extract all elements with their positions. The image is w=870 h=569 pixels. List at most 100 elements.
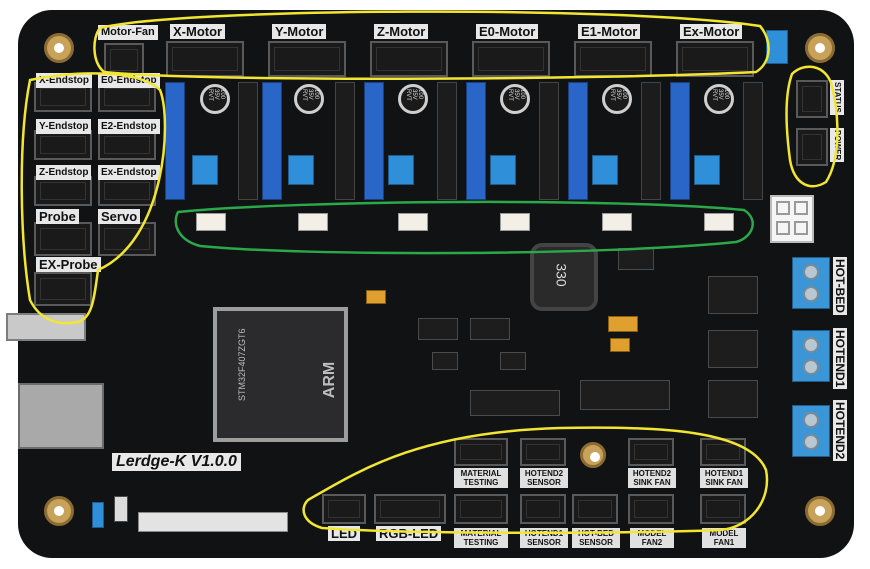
model-fan2-label: MODEL FAN2 — [630, 528, 674, 548]
z-endstop-label: Z-Endstop — [36, 165, 92, 180]
hotend1-terminal[interactable] — [792, 330, 830, 382]
ex-endstop-label: Ex-Endstop — [98, 165, 160, 180]
boot-jumper — [92, 502, 104, 528]
power-led-connector[interactable] — [796, 128, 828, 166]
hotend1-sink-fan-connector[interactable] — [700, 438, 746, 466]
y-endstop-label: Y-Endstop — [36, 119, 92, 134]
hotend1-sensor-connector[interactable] — [520, 494, 566, 524]
ex-driver-socket-left — [670, 82, 690, 200]
e0-driver-capacitor: 100 35V RVT — [500, 84, 530, 114]
power-input-connector[interactable] — [770, 195, 814, 243]
display-ribbon-connector[interactable] — [138, 512, 288, 532]
probe-label: Probe — [36, 209, 79, 224]
rgb-led-connector[interactable] — [374, 494, 446, 524]
ex-driver-capacitor: 100 35V RVT — [704, 84, 734, 114]
y-motor-connector[interactable] — [268, 41, 346, 77]
z-jst-connector[interactable] — [398, 213, 428, 231]
rgb-led-label: RGB-LED — [376, 526, 442, 541]
y-driver-capacitor: 100 35V RVT — [294, 84, 324, 114]
x-motor-connector[interactable] — [166, 41, 244, 77]
y-motor-label: Y-Motor — [272, 24, 327, 39]
z-microstep-jumper — [388, 155, 414, 185]
usb-port[interactable] — [6, 313, 86, 341]
reset-button[interactable] — [114, 496, 128, 522]
material-testing-lower-connector[interactable] — [454, 494, 508, 524]
x-jst-connector[interactable] — [196, 213, 226, 231]
e1-driver-capacitor: 100 35V RVT — [602, 84, 632, 114]
mounting-hole-top-right — [805, 33, 835, 63]
e1-driver-socket-left — [568, 82, 588, 200]
e0-jst-connector[interactable] — [500, 213, 530, 231]
hotend2-terminal[interactable] — [792, 405, 830, 457]
regulator-chip-1 — [418, 318, 458, 340]
tantalum-cap-3 — [610, 338, 630, 352]
probe-connector[interactable] — [34, 222, 92, 256]
x-driver-socket-left — [165, 82, 185, 200]
model-fan1-connector[interactable] — [700, 494, 746, 524]
y-driver-socket-left — [262, 82, 282, 200]
regulator-chip-2 — [470, 318, 510, 340]
mosfet-chip-1 — [432, 352, 458, 370]
e1-jst-connector[interactable] — [602, 213, 632, 231]
power-label: POWER — [830, 128, 844, 163]
ex-jst-connector[interactable] — [704, 213, 734, 231]
hotend2-mosfet — [708, 380, 758, 418]
model-fan1-label: MODEL FAN1 — [702, 528, 746, 548]
mounting-hole-top-left — [44, 33, 74, 63]
hotend2-sink-fan-label: HOTEND2 SINK FAN — [628, 468, 676, 488]
e0-driver-socket-left — [466, 82, 486, 200]
e0-motor-connector[interactable] — [472, 41, 550, 77]
e2-endstop-label: E2-Endstop — [98, 119, 160, 134]
z-driver-socket-right — [437, 82, 457, 200]
e1-motor-label: E1-Motor — [578, 24, 641, 39]
y-jst-connector[interactable] — [298, 213, 328, 231]
top-right-jumper — [766, 30, 788, 64]
hot-bed-terminal[interactable] — [792, 257, 830, 309]
model-fan2-connector[interactable] — [628, 494, 674, 524]
e1-motor-connector[interactable] — [574, 41, 652, 77]
hotend1-sensor-label: HOTEND1 SENSOR — [520, 528, 568, 548]
status-label: STATUS — [830, 80, 844, 115]
hot-bed-sensor-connector[interactable] — [572, 494, 618, 524]
motor-fan-connector[interactable] — [104, 43, 144, 77]
hotend1-mosfet — [708, 330, 758, 368]
ex-probe-label: EX-Probe — [36, 257, 101, 272]
ex-probe-connector[interactable] — [34, 272, 92, 306]
hotend2-sensor-connector[interactable] — [520, 438, 566, 466]
y-endstop-connector[interactable] — [34, 130, 92, 160]
regulator-chip-3 — [618, 248, 654, 270]
x-driver-socket-right — [238, 82, 258, 200]
x-motor-label: X-Motor — [170, 24, 226, 39]
sd-card-slot[interactable] — [18, 383, 104, 449]
e1-driver-socket-right — [641, 82, 661, 200]
material-testing-upper-connector[interactable] — [454, 438, 508, 466]
hotend2-label: HOTEND2 — [833, 400, 847, 462]
hot-bed-sensor-label: HOT-BED SENSOR — [572, 528, 620, 548]
mcu-arm-label: ARM — [321, 361, 339, 399]
x-driver-capacitor: 100 35V RVT — [200, 84, 230, 114]
hot-bed-label: HOT-BED — [833, 257, 847, 315]
hot-bed-mosfet — [708, 276, 758, 314]
ex-motor-connector[interactable] — [676, 41, 754, 77]
z-motor-connector[interactable] — [370, 41, 448, 77]
servo-connector[interactable] — [98, 222, 156, 256]
led-connector[interactable] — [322, 494, 366, 524]
status-connector[interactable] — [796, 80, 828, 118]
x-microstep-jumper — [192, 155, 218, 185]
e0-motor-label: E0-Motor — [476, 24, 539, 39]
ex-motor-label: Ex-Motor — [680, 24, 743, 39]
hotend2-sink-fan-connector[interactable] — [628, 438, 674, 466]
e2-endstop-connector[interactable] — [98, 130, 156, 160]
mounting-hole-bottom-left — [44, 496, 74, 526]
e1-microstep-jumper — [592, 155, 618, 185]
led-label: LED — [328, 526, 360, 541]
power-inductor: 330 — [530, 243, 598, 311]
z-motor-label: Z-Motor — [374, 24, 429, 39]
resistor-array — [580, 380, 670, 410]
mcu-part-number: STM32F407ZGT6 — [237, 328, 247, 401]
z-endstop-connector[interactable] — [34, 176, 92, 206]
ex-endstop-connector[interactable] — [98, 176, 156, 206]
mounting-hole-center — [580, 442, 606, 468]
material-testing-lower-label: MATERIAL TESTING — [454, 528, 508, 548]
e0-driver-socket-right — [539, 82, 559, 200]
